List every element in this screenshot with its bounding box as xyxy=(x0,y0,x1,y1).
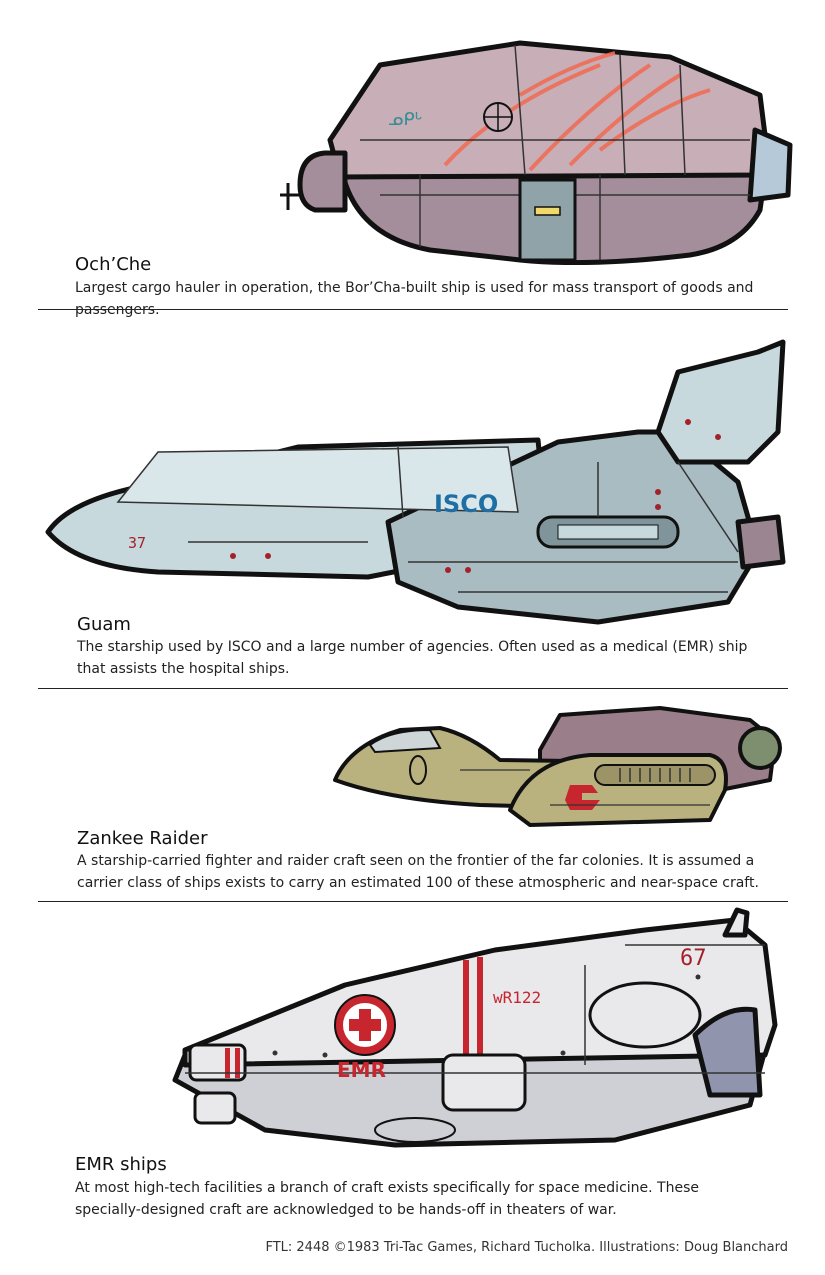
emr-ship-illustration: EMR wR122 67 xyxy=(172,907,778,1148)
och-che-hull-marking: ᓄᑭᒡ xyxy=(388,109,422,130)
emr-registry: wR122 xyxy=(493,988,541,1007)
guam-title: Guam xyxy=(77,614,131,635)
credit-line: FTL: 2448 ©1983 Tri-Tac Games, Richard T… xyxy=(265,1240,788,1255)
zankee-raider-illustration xyxy=(333,706,782,827)
guam-illustration: ISCO 37 xyxy=(45,339,786,625)
och-che-description: Largest cargo hauler in operation, the B… xyxy=(75,280,754,318)
guam-description: The starship used by ISCO and a large nu… xyxy=(77,639,748,677)
emr-ships-title: EMR ships xyxy=(75,1154,167,1175)
zankee-raider-description: A starship-carried fighter and raider cr… xyxy=(77,853,759,891)
emr-hull-number: 67 xyxy=(680,946,707,971)
divider xyxy=(38,901,788,902)
och-che-illustration: ᓄᑭᒡ xyxy=(280,40,793,265)
och-che-title: Och’Che xyxy=(75,254,152,275)
guam-hull-marking: ISCO xyxy=(434,490,498,518)
zankee-raider-title: Zankee Raider xyxy=(77,828,208,849)
divider xyxy=(38,688,788,689)
emr-hull-marking: EMR xyxy=(337,1058,386,1082)
guam-hull-number: 37 xyxy=(128,534,146,552)
emr-ships-description: At most high-tech facilities a branch of… xyxy=(75,1180,699,1218)
divider xyxy=(38,309,788,310)
